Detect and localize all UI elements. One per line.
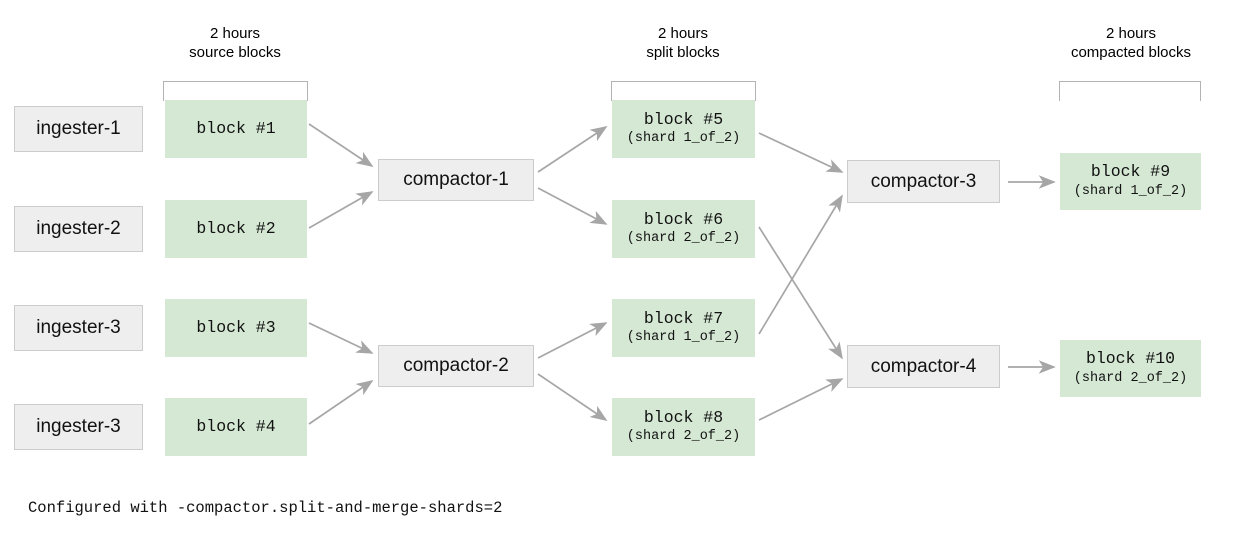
split-block-8-title: block #8 <box>643 407 724 427</box>
column-header-split-line1: 2 hours <box>657 25 709 42</box>
compactor-1-box[interactable]: compactor-1 <box>378 159 534 201</box>
split-block-7-shard: (shard 1_of_2) <box>626 330 741 346</box>
compacted-block-9[interactable]: block #9 (shard 1_of_2) <box>1060 153 1201 210</box>
column-header-compacted-line2: compacted blocks <box>1070 44 1192 61</box>
compactor-2-box[interactable]: compactor-2 <box>378 345 534 387</box>
compactor-4-label: compactor-4 <box>870 355 977 377</box>
split-block-5[interactable]: block #5 (shard 1_of_2) <box>612 100 755 158</box>
split-block-5-title: block #5 <box>643 109 724 129</box>
ingester-1-label: ingester-1 <box>36 118 121 139</box>
source-block-3-title: block #3 <box>196 317 276 337</box>
compactor-1-label: compactor-1 <box>403 169 509 190</box>
split-block-7-title: block #7 <box>643 308 724 328</box>
ingester-4-label: ingester-3 <box>36 416 121 437</box>
compacted-block-10[interactable]: block #10 (shard 2_of_2) <box>1060 340 1201 397</box>
column-header-compacted-line1: 2 hours <box>1105 25 1157 42</box>
split-block-5-shard: (shard 1_of_2) <box>626 131 741 147</box>
split-block-8-shard: (shard 2_of_2) <box>626 429 741 445</box>
column-header-source: 2 hours source blocks <box>155 24 315 62</box>
compactor-3-label: compactor-3 <box>870 170 977 192</box>
ingester-1-box[interactable]: ingester-1 <box>14 106 143 152</box>
source-block-2[interactable]: block #2 <box>165 200 307 258</box>
split-block-6-title: block #6 <box>643 209 724 229</box>
split-block-6[interactable]: block #6 (shard 2_of_2) <box>612 200 755 258</box>
column-header-split-line2: split blocks <box>646 44 720 61</box>
bracket-split-blocks <box>611 81 756 101</box>
compactor-3-box[interactable]: compactor-3 <box>847 160 1000 203</box>
ingester-3-box[interactable]: ingester-3 <box>14 305 143 351</box>
split-block-8[interactable]: block #8 (shard 2_of_2) <box>612 398 755 456</box>
source-block-2-title: block #2 <box>196 218 276 238</box>
ingester-4-box[interactable]: ingester-3 <box>14 404 143 450</box>
source-block-3[interactable]: block #3 <box>165 299 307 357</box>
footer-config-note: Configured with -compactor.split-and-mer… <box>28 499 503 517</box>
ingester-2-box[interactable]: ingester-2 <box>14 206 143 252</box>
column-header-compacted: 2 hours compacted blocks <box>1050 24 1212 62</box>
compacted-block-10-title: block #10 <box>1085 349 1176 369</box>
bracket-source-blocks <box>163 81 308 101</box>
ingester-2-label: ingester-2 <box>36 218 121 239</box>
column-header-source-line2: source blocks <box>189 44 281 61</box>
source-block-4[interactable]: block #4 <box>165 398 307 456</box>
compacted-block-10-shard: (shard 2_of_2) <box>1073 370 1188 386</box>
compacted-block-9-title: block #9 <box>1090 162 1171 182</box>
source-block-1[interactable]: block #1 <box>165 100 307 158</box>
split-block-7[interactable]: block #7 (shard 1_of_2) <box>612 299 755 357</box>
compacted-block-9-shard: (shard 1_of_2) <box>1073 183 1188 199</box>
column-header-source-line1: 2 hours <box>209 25 261 42</box>
column-header-split: 2 hours split blocks <box>603 24 763 62</box>
ingester-3-label: ingester-3 <box>36 317 121 338</box>
compactor-4-box[interactable]: compactor-4 <box>847 345 1000 388</box>
source-block-1-title: block #1 <box>196 118 276 138</box>
split-block-6-shard: (shard 2_of_2) <box>626 231 741 247</box>
bracket-compacted-blocks <box>1059 81 1201 101</box>
source-block-4-title: block #4 <box>196 416 276 436</box>
compactor-2-label: compactor-2 <box>403 355 509 376</box>
